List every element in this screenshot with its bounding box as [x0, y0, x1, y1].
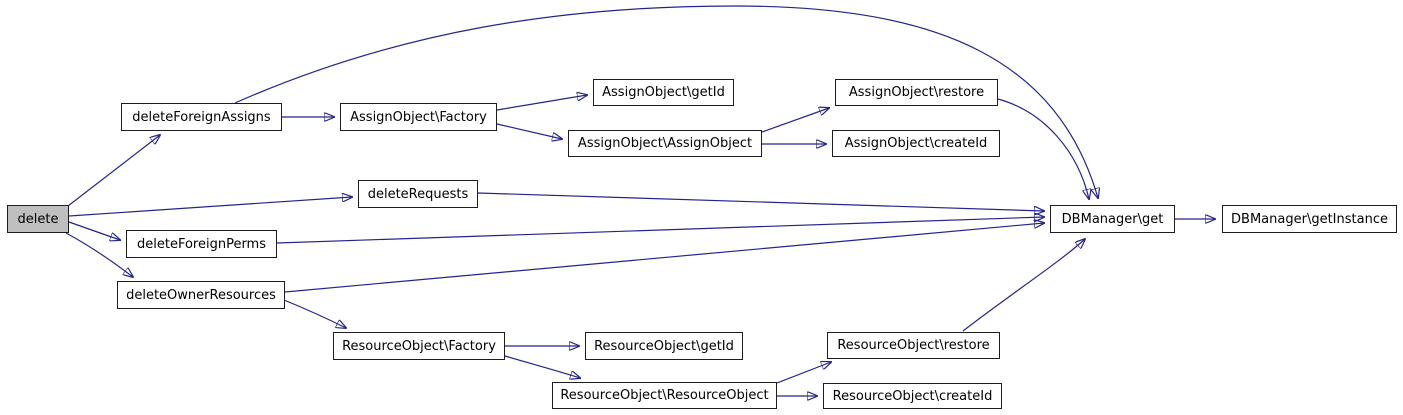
edge-delete-to-deleteOwnerResources [65, 232, 133, 277]
node-assignobject-factory[interactable]: AssignObject\Factory [340, 103, 497, 131]
node-resourceobject-resourceobject[interactable]: ResourceObject\ResourceObject [552, 382, 777, 409]
node-delete-label: delete [17, 211, 59, 227]
node-assignobject-createid-label: AssignObject\createId [844, 136, 988, 151]
edge-resourceRestore-to-dbGet [962, 239, 1085, 332]
edge-delete-to-deleteForeignAssigns [67, 135, 160, 207]
edge-deleteOwnerResources-to-dbGet [284, 223, 1044, 293]
edge-deleteRequests-to-dbGet [477, 192, 1044, 211]
node-resourceobject-resourceobject-label: ResourceObject\ResourceObject [560, 388, 769, 403]
edge-delete-to-deleteForeignPerms [68, 221, 120, 240]
node-resourceobject-restore[interactable]: ResourceObject\restore [827, 332, 1000, 359]
edge-deleteOwnerResources-to-resourceFactory [283, 299, 346, 328]
edge-deleteForeignAssigns-to-dbGet [234, 5, 1098, 198]
node-dbmanager-getinstance[interactable]: DBManager\getInstance [1222, 205, 1397, 233]
edge-assignFactory-to-assignCtor [496, 123, 562, 139]
node-assignobject-restore[interactable]: AssignObject\restore [835, 79, 998, 106]
node-resourceobject-createid[interactable]: ResourceObject\createId [823, 383, 1002, 409]
node-dbmanager-get[interactable]: DBManager\get [1050, 205, 1175, 233]
edge-deleteForeignPerms-to-dbGet [276, 217, 1044, 244]
node-delete-foreign-perms[interactable]: deleteForeignPerms [126, 230, 277, 258]
node-dbmanager-get-label: DBManager\get [1061, 211, 1164, 227]
node-resourceobject-factory[interactable]: ResourceObject\Factory [333, 332, 505, 360]
node-resourceobject-getid-label: ResourceObject\getId [594, 338, 734, 354]
node-delete[interactable]: delete [7, 205, 69, 233]
edge-assignCtor-to-assignRestore [761, 108, 829, 133]
node-delete-requests[interactable]: deleteRequests [358, 180, 478, 208]
node-delete-foreign-perms-label: deleteForeignPerms [136, 236, 266, 252]
node-delete-requests-label: deleteRequests [367, 186, 469, 202]
node-resourceobject-getid[interactable]: ResourceObject\getId [585, 332, 743, 360]
node-delete-foreign-assigns[interactable]: deleteForeignAssigns [121, 103, 282, 131]
node-delete-foreign-assigns-label: deleteForeignAssigns [132, 109, 271, 125]
node-assignobject-createid[interactable]: AssignObject\createId [832, 130, 1000, 157]
node-assignobject-assignobject[interactable]: AssignObject\AssignObject [568, 130, 762, 157]
node-assignobject-assignobject-label: AssignObject\AssignObject [577, 136, 753, 151]
node-assignobject-getid[interactable]: AssignObject\getId [593, 79, 734, 106]
node-resourceobject-factory-label: ResourceObject\Factory [342, 338, 496, 354]
node-delete-owner-resources-label: deleteOwnerResources [126, 287, 276, 303]
node-assignobject-factory-label: AssignObject\Factory [350, 109, 487, 125]
node-dbmanager-getinstance-label: DBManager\getInstance [1231, 211, 1388, 227]
node-resourceobject-createid-label: ResourceObject\createId [832, 388, 993, 404]
node-assignobject-restore-label: AssignObject\restore [848, 85, 985, 100]
edge-assignFactory-to-assignGetId [496, 95, 587, 111]
node-resourceobject-restore-label: ResourceObject\restore [837, 338, 990, 353]
edge-resourceCtor-to-resourceRestore [776, 362, 831, 384]
edge-delete-to-deleteRequests [68, 197, 352, 217]
edge-assignRestore-to-dbGet [997, 98, 1089, 199]
node-delete-owner-resources[interactable]: deleteOwnerResources [117, 281, 285, 309]
edge-resourceFactory-to-resourceCtor [504, 355, 580, 378]
node-assignobject-getid-label: AssignObject\getId [602, 85, 725, 100]
